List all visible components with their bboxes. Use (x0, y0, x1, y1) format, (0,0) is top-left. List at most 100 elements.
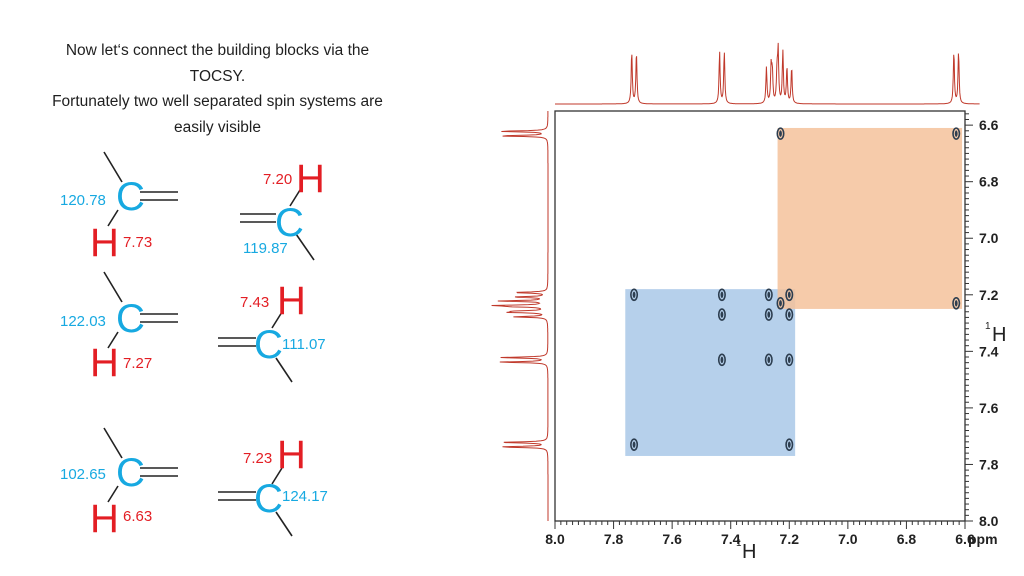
carbon-shift: 102.65 (60, 466, 106, 483)
hydrogen-symbol: H (90, 497, 119, 541)
x-axis-label: 1 H (736, 538, 756, 563)
hydrogen-symbol: H (90, 341, 119, 385)
hydrogen-shift: 7.43 (240, 294, 269, 311)
fragment-6: H 7.23 C 124.17 (243, 433, 328, 521)
cross-peak (952, 127, 961, 140)
cross-peak (717, 288, 726, 302)
left-trace (491, 111, 549, 521)
fragment-5: C 102.65 H 6.63 (60, 451, 152, 541)
cross-peak-core (720, 291, 724, 298)
fragment-2: H 7.20 C 119.87 (243, 157, 325, 257)
y-tick-label: 7.2 (979, 287, 999, 303)
cross-peak-core (779, 130, 782, 137)
y-axis-label-text: H (992, 324, 1006, 346)
cross-peak-core (632, 291, 636, 298)
fragment-1: C 120.78 H 7.73 (60, 175, 152, 265)
x-axis-unit: ppm (968, 531, 998, 547)
cross-peak-core (632, 441, 636, 448)
cross-peak-core (954, 130, 958, 137)
cross-peak (952, 296, 961, 310)
hydrogen-symbol: H (296, 157, 325, 201)
cross-peak (785, 353, 794, 367)
carbon-shift: 119.87 (243, 240, 288, 257)
cross-peak (785, 308, 794, 321)
cross-peak-core (787, 356, 791, 364)
y-tick-label: 6.8 (979, 174, 999, 190)
top-trace (555, 42, 980, 105)
cross-peak-core (779, 300, 782, 307)
hydrogen-symbol: H (277, 433, 306, 477)
cross-peak-core (767, 356, 771, 364)
cross-peak-core (720, 356, 724, 364)
hydrogen-shift: 7.27 (123, 355, 152, 372)
hydrogen-symbol: H (90, 221, 119, 265)
x-tick-label: 7.6 (662, 531, 682, 547)
cross-peak (764, 353, 773, 367)
cross-peak (764, 288, 773, 302)
cross-peak (776, 127, 785, 140)
cross-peak-core (787, 311, 791, 318)
y-axis-label-sup: 1 (985, 321, 991, 332)
x-tick-label: 6.8 (897, 531, 917, 547)
cross-peak (717, 353, 726, 367)
hydrogen-shift: 7.23 (243, 450, 272, 467)
x-tick-label: 7.2 (780, 531, 800, 547)
carbon-symbol: C (116, 297, 145, 341)
carbon-shift: 122.03 (60, 313, 106, 330)
intro-line: easily visible (173, 118, 261, 136)
y-tick-label: 8.0 (979, 513, 999, 529)
carbon-symbol: C (254, 477, 283, 521)
fragment-diagrams: C 120.78 H 7.73 H 7.20 C 119.87 C 122.03… (60, 151, 328, 541)
y-axis-label: 1 H (985, 321, 1006, 346)
carbon-symbol: C (116, 451, 145, 495)
x-tick-label: 8.0 (545, 531, 565, 547)
carbon-symbol: C (254, 323, 283, 367)
carbon-symbol: C (116, 175, 145, 219)
spin-system-boxes (625, 127, 963, 456)
intro-line: Now let‘s connect the building blocks vi… (65, 42, 370, 59)
intro-line: Fortunately two well separated spin syst… (52, 93, 383, 110)
hydrogen-shift: 6.63 (123, 508, 152, 525)
x-tick-label: 7.8 (604, 531, 624, 547)
y-tick-label: 6.6 (979, 117, 999, 133)
tocsy-spectrum: 8.0 7.8 7.6 7.4 7.2 7.0 6.8 6.6 6.6 6.8 7.0 7.2 7.4… (491, 42, 1006, 563)
y-tick-label: 7.6 (979, 400, 999, 416)
hydrogen-shift: 7.73 (123, 234, 152, 251)
spin-system-box-blue (625, 289, 796, 456)
y-axis: 6.66.87.07.27.47.67.88.0 (965, 113, 999, 529)
x-tick-label: 6.6 (955, 531, 975, 547)
carbon-symbol: C (275, 201, 304, 245)
fragment-bonds (103, 151, 315, 537)
left-1d-spectrum (491, 111, 549, 521)
cross-peaks (630, 127, 961, 451)
cross-peak (717, 308, 726, 321)
intro-line: TOCSY. (189, 67, 246, 85)
cross-peak (764, 308, 773, 321)
x-tick-label: 7.0 (838, 531, 858, 547)
cross-peak-core (767, 311, 771, 318)
fragment-3: C 122.03 H 7.27 (60, 297, 152, 385)
fragment-4: H 7.43 C 111.07 (240, 279, 326, 367)
cross-peak-core (787, 441, 791, 448)
cross-peak (630, 288, 639, 302)
carbon-shift: 124.17 (282, 488, 328, 505)
cross-peak-core (954, 300, 958, 307)
cross-peak-core (720, 311, 724, 318)
carbon-shift: 120.78 (60, 192, 106, 209)
x-axis: 8.0 7.8 7.6 7.4 7.2 7.0 6.8 6.6 (545, 521, 975, 547)
hydrogen-symbol: H (277, 279, 306, 323)
cross-peak (785, 438, 794, 451)
intro-text: Now let‘s connect the building blocks vi… (20, 38, 415, 140)
cross-peak (776, 296, 785, 310)
y-tick-label: 7.0 (979, 230, 999, 246)
cross-peak-core (767, 291, 771, 298)
hydrogen-shift: 7.20 (263, 171, 292, 188)
cross-peak (785, 288, 794, 302)
x-axis-label-text: H (742, 541, 756, 563)
x-axis-label-sup: 1 (736, 538, 742, 549)
y-tick-label: 7.8 (979, 456, 999, 472)
x-tick-label: 7.4 (721, 531, 741, 547)
spin-system-box-orange (777, 127, 963, 309)
cross-peak-core (787, 291, 791, 298)
cross-peak (630, 438, 639, 451)
